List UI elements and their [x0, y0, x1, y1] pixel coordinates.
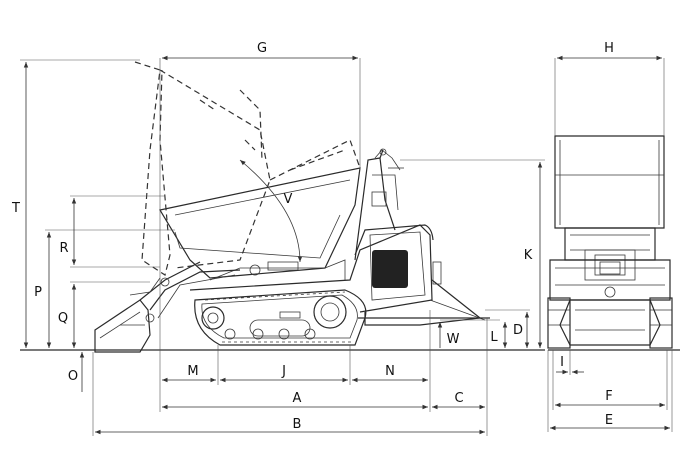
label-J: J: [281, 364, 286, 379]
label-I: I: [560, 355, 564, 370]
label-E: E: [605, 413, 613, 428]
tipping-angle-arc: [239, 159, 303, 263]
label-P: P: [34, 285, 42, 300]
label-H: H: [604, 41, 614, 56]
label-N: N: [385, 364, 395, 379]
label-G: G: [257, 41, 267, 56]
bucket-raised-position: [134, 61, 361, 276]
extension-lines: [20, 58, 673, 436]
dump-bucket: [159, 167, 361, 281]
label-Q: Q: [58, 311, 68, 326]
chassis: [189, 224, 490, 326]
label-F: F: [605, 389, 612, 404]
front-blade: [94, 261, 241, 353]
control-post: [354, 148, 404, 261]
dimension-labels: T P R Q O G V M J N A C B W L D K H I F …: [11, 41, 614, 432]
label-T: T: [11, 201, 20, 216]
track: [194, 289, 367, 346]
label-L: L: [490, 330, 498, 345]
front-view: [547, 135, 673, 349]
label-W: W: [447, 332, 460, 347]
dimension-lines: [23, 55, 670, 435]
label-V: V: [284, 192, 293, 207]
label-B: B: [293, 417, 302, 432]
label-A: A: [293, 391, 302, 406]
label-O: O: [68, 369, 78, 384]
label-C: C: [454, 391, 463, 406]
label-R: R: [59, 241, 68, 256]
label-K: K: [524, 248, 533, 263]
label-M: M: [187, 364, 198, 379]
side-view: [94, 61, 490, 353]
label-D: D: [513, 323, 523, 338]
